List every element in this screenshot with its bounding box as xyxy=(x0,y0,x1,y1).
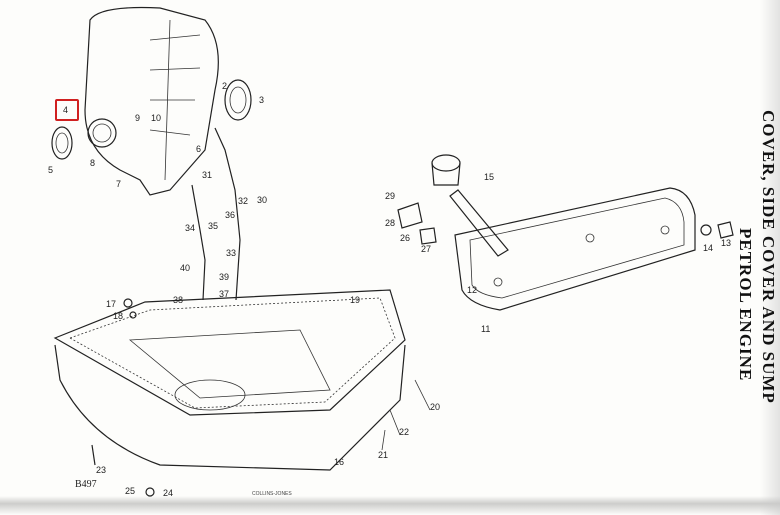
part-label-4: 4 xyxy=(63,105,68,115)
dipstick xyxy=(214,127,241,301)
diagram-subtitle: PETROL ENGINE xyxy=(736,228,755,382)
part-label-22: 22 xyxy=(399,427,409,437)
side-cover-plate xyxy=(397,202,437,245)
part-label-36: 36 xyxy=(225,210,235,220)
part-label-18: 18 xyxy=(113,311,123,321)
part-label-31: 31 xyxy=(202,170,212,180)
oil-filler-cap xyxy=(431,154,509,257)
part-label-38: 38 xyxy=(173,295,183,305)
part-label-26: 26 xyxy=(400,233,410,243)
diagram-title: COVER, SIDE COVER AND SUMP xyxy=(759,110,778,404)
bolt-13 xyxy=(717,221,734,239)
plate-number: B497 xyxy=(75,479,97,490)
part-label-27: 27 xyxy=(421,244,431,254)
part-label-10: 10 xyxy=(151,113,161,123)
part-label-19: 19 xyxy=(350,295,360,305)
part-label-40: 40 xyxy=(180,263,190,273)
timing-cover xyxy=(84,6,219,196)
dipstick-tube xyxy=(191,184,206,301)
artist-signature: COLLINS-JONES xyxy=(252,491,292,497)
part-label-17: 17 xyxy=(106,299,116,309)
page-shadow xyxy=(0,496,780,515)
sump xyxy=(53,289,431,471)
part-label-21: 21 xyxy=(378,450,388,460)
washer-14 xyxy=(700,224,712,236)
part-label-20: 20 xyxy=(430,402,440,412)
part-label-15: 15 xyxy=(484,172,494,182)
part-label-2: 2 xyxy=(222,81,227,91)
part-label-33: 33 xyxy=(226,248,236,258)
part-label-16: 16 xyxy=(334,457,344,467)
oil-seal-3 xyxy=(224,79,252,121)
oil-seal-4 xyxy=(51,126,73,160)
part-label-32: 32 xyxy=(238,196,248,206)
part-label-25: 25 xyxy=(125,486,135,496)
part-label-8: 8 xyxy=(90,158,95,168)
rocker-cover xyxy=(454,187,696,311)
part-label-12: 12 xyxy=(467,285,477,295)
drain-plug-25 xyxy=(145,487,155,497)
page-edge xyxy=(760,0,780,515)
part-label-14: 14 xyxy=(703,243,713,253)
part-label-29: 29 xyxy=(385,191,395,201)
part-label-7: 7 xyxy=(116,179,121,189)
part-labels: 2 3 4 5 6 7 8 9 10 11 12 13 14 15 16 17 … xyxy=(48,81,731,498)
part-label-24: 24 xyxy=(163,488,173,498)
part-label-3: 3 xyxy=(259,95,264,105)
part-label-28: 28 xyxy=(385,218,395,228)
part-label-13: 13 xyxy=(721,238,731,248)
highlight-box-part-4 xyxy=(55,99,79,121)
part-label-34: 34 xyxy=(185,223,195,233)
part-label-23: 23 xyxy=(96,465,106,475)
part-label-37: 37 xyxy=(219,289,229,299)
part-label-11: 11 xyxy=(481,324,490,334)
part-label-39: 39 xyxy=(219,272,229,282)
plug-17 xyxy=(123,298,133,308)
part-label-30: 30 xyxy=(257,195,267,205)
part-label-5: 5 xyxy=(48,165,53,175)
part-label-9: 9 xyxy=(135,113,140,123)
bolt-23 xyxy=(91,444,96,466)
part-label-6: 6 xyxy=(196,144,201,154)
washer-18 xyxy=(129,311,137,319)
part-label-35: 35 xyxy=(208,221,218,231)
